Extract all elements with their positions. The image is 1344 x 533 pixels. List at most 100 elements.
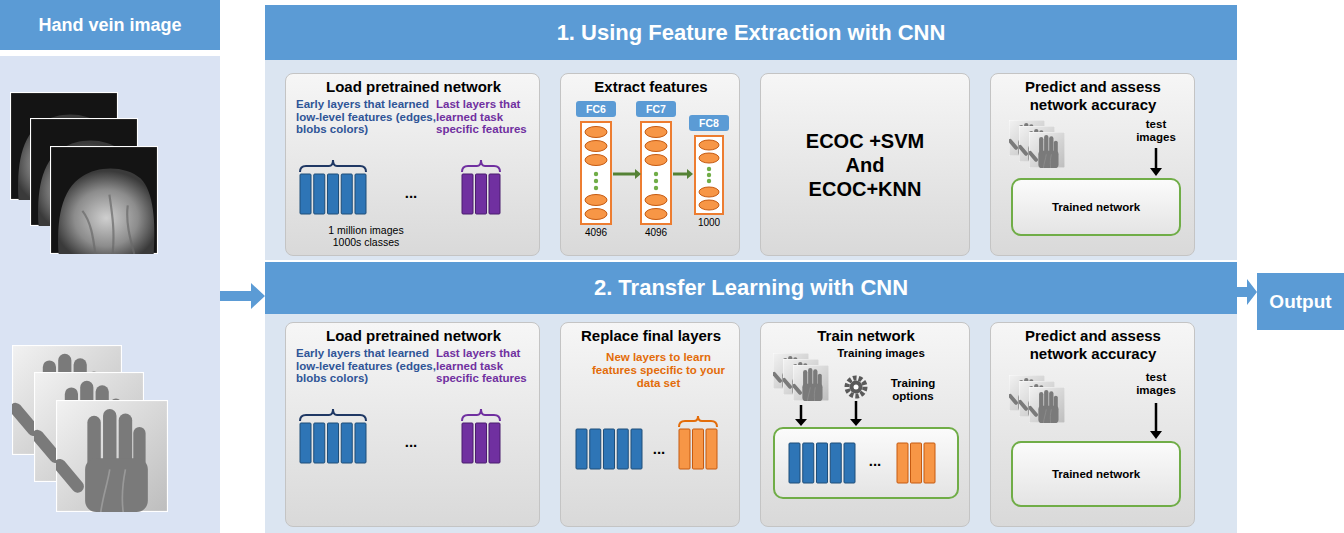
process-box: Extract featuresFC6FC7FC8409640961000 (560, 73, 740, 256)
early-layer-block (341, 174, 352, 214)
text-slot: Training images (821, 347, 941, 360)
layer-note: New layers to learn features specific to… (591, 351, 726, 390)
box-title: Train network (761, 327, 971, 345)
fc-column (594, 172, 598, 190)
fc-column (645, 127, 667, 138)
fc-column (645, 155, 667, 166)
network-box: ... (773, 427, 959, 499)
early-layer-block (300, 174, 366, 214)
early-layer-block (576, 429, 642, 469)
new-layer-block (924, 443, 935, 483)
early-layer-block (789, 443, 800, 483)
brace (300, 160, 366, 172)
input-arrow (1155, 403, 1158, 431)
text-slot: Early layers that learned low-level feat… (296, 98, 436, 136)
layer-arrow (613, 169, 693, 179)
fc-column (585, 127, 607, 138)
trained-network-box: Trained network (1011, 441, 1181, 507)
early-layer-block (604, 429, 615, 469)
text-slot: Load pretrained network (286, 327, 541, 345)
text-slot: Hand vein image (0, 0, 220, 50)
box-title: Load pretrained network (286, 78, 541, 96)
text-slot: Load pretrained network (286, 78, 541, 96)
method-panel: 1. Using Feature Extraction with CNN Loa… (265, 5, 1237, 260)
early-layer-block (617, 429, 628, 469)
brace (462, 409, 500, 421)
method-panel: 2. Transfer Learning with CNN Load pretr… (265, 262, 1237, 533)
fc-column (585, 141, 607, 152)
text-slot: 1000 (689, 217, 729, 229)
text-slot: Replace final layers (561, 327, 741, 345)
new-layer-block (911, 443, 922, 483)
last-layer-block (476, 174, 487, 214)
layer-label: FC7 (636, 101, 676, 117)
section-heading: 1. Using Feature Extraction with CNN (265, 5, 1237, 60)
dorsal-hand-image (50, 146, 158, 254)
palm-hand-image (1027, 132, 1065, 168)
panel-heading: Hand vein image (0, 0, 220, 50)
output-box: Output (1257, 273, 1344, 330)
text-slot: Early layers that learned low-level feat… (296, 347, 436, 385)
box-title: Replace final layers (561, 327, 741, 345)
brace (462, 160, 500, 172)
layer-size: 4096 (576, 227, 616, 239)
process-box: Train networkTraining imagesTraining opt… (760, 322, 970, 527)
fc-column (585, 155, 607, 166)
input-arrow (850, 419, 862, 426)
dataset-note: 1 million images 1000s classes (316, 224, 416, 248)
early-layer-block (341, 423, 352, 463)
input-arrow (1150, 431, 1162, 439)
input-arrow (795, 419, 807, 426)
fc-column (654, 179, 658, 183)
text-slot: test images (1126, 118, 1186, 144)
trained-network-box: Trained network (1011, 178, 1181, 236)
early-layer-block (328, 174, 339, 214)
gear-icon (854, 385, 859, 390)
layer-note: Early layers that learned low-level feat… (296, 98, 436, 136)
fc-column (654, 172, 658, 176)
box-title: Load pretrained network (286, 327, 541, 345)
text-slot: Last layers that learned task specific f… (436, 347, 531, 385)
early-layer-block (590, 429, 601, 469)
text-slot: Predict and assess network accuracy (1013, 327, 1173, 363)
fc-column (707, 167, 711, 171)
last-layer-block (462, 423, 500, 463)
early-layer-block (789, 443, 855, 483)
last-layer-block (489, 174, 500, 214)
fc-column (654, 186, 658, 190)
fc-column (641, 122, 671, 224)
gear-icon (847, 378, 865, 396)
new-layer-block (897, 443, 908, 483)
layer-note: Last layers that learned task specific f… (436, 98, 531, 136)
input-arrow (1155, 148, 1158, 168)
fc-column (585, 127, 607, 220)
palm-hand-image (7, 345, 168, 512)
early-layer-block (300, 174, 311, 214)
evaluation-box: Predict and assess network accuracytest … (990, 73, 1195, 256)
new-layer-block (897, 443, 935, 483)
fc-column (581, 122, 611, 224)
text-slot: ... (381, 184, 441, 202)
classifier-box: ECOC +SVM And ECOC+KNN (760, 73, 970, 256)
last-layer-block (476, 423, 487, 463)
text-slot: FC7 (636, 101, 676, 117)
palm-hand-image (791, 365, 829, 401)
box-title: Predict and assess network accuracy (1013, 327, 1173, 363)
early-layer-block (314, 423, 325, 463)
fc-column (645, 209, 667, 220)
fc-column (699, 200, 719, 210)
early-layer-block (631, 429, 642, 469)
early-layer-block (328, 423, 339, 463)
early-layer-block (355, 423, 366, 463)
layer-note: Early layers that learned low-level feat… (296, 347, 436, 385)
ellipsis: ... (857, 452, 893, 470)
section-heading: 2. Transfer Learning with CNN (265, 262, 1237, 314)
image-panel (0, 56, 220, 533)
early-layer-block (830, 443, 841, 483)
layer-size: 4096 (636, 227, 676, 239)
ellipsis: ... (381, 433, 441, 451)
layer-arrow (687, 169, 693, 179)
fc-column (695, 136, 723, 214)
fc-column (585, 209, 607, 220)
